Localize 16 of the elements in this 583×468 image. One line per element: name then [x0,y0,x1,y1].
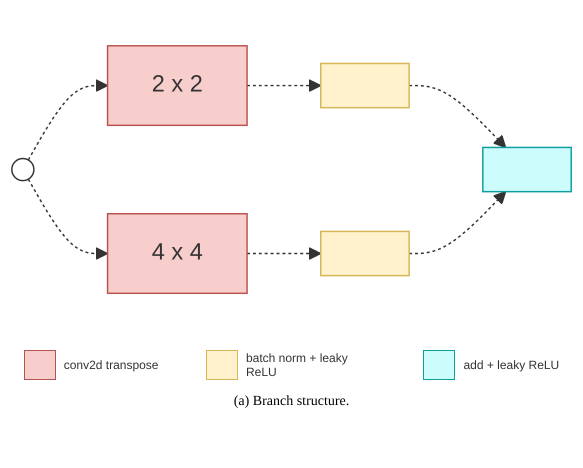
node-box: 4 x 4 [106,213,248,294]
node-box [482,147,572,193]
node-box [320,63,410,109]
arrow [28,80,108,161]
caption: (a) Branch structure. [232,394,350,410]
arrow [247,80,322,92]
legend-label: add + leaky ReLU [463,358,560,372]
node-box [320,231,410,277]
node-box: 2 x 2 [106,46,248,127]
arrow [247,248,322,260]
legend-label: batch norm + leaky ReLU [246,351,349,379]
node-circle [11,158,35,182]
arrow [409,192,506,255]
arrow [28,179,108,260]
arrow [409,85,506,148]
legend-label: conv2d transpose [64,358,158,372]
